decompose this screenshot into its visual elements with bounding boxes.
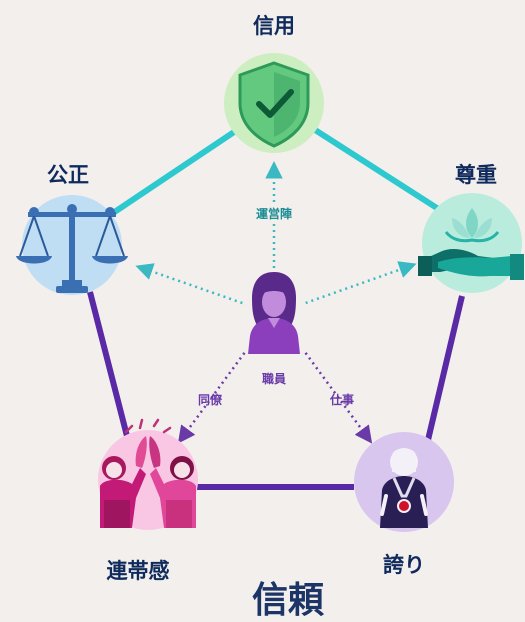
label-fairness: 公正 <box>47 163 89 187</box>
label-respect: 尊重 <box>455 163 497 187</box>
high-five-icon <box>100 418 196 528</box>
node-employee <box>246 270 304 354</box>
node-respect <box>418 193 524 293</box>
medal-person-icon <box>380 448 428 528</box>
edge-right-bottom <box>425 295 465 441</box>
label-management: 運営陣 <box>256 206 292 221</box>
arrow-to-fairness <box>135 263 249 307</box>
node-pride <box>354 432 454 532</box>
node-solidarity <box>98 418 198 530</box>
balance-scale-icon <box>16 204 128 293</box>
node-fairness <box>16 195 128 295</box>
arrow-to-respect <box>299 261 417 307</box>
diagram-title: 信頼 <box>252 580 325 621</box>
label-colleagues: 同僚 <box>198 392 223 407</box>
label-solidarity: 連帯感 <box>107 559 170 583</box>
lotus-hands-icon <box>418 208 524 280</box>
label-pride: 誇り <box>383 553 425 577</box>
label-work: 仕事 <box>329 392 354 407</box>
arrow-to-pride <box>300 347 373 444</box>
employee-person-icon <box>248 272 300 354</box>
label-employee: 職員 <box>262 371 286 386</box>
edge-top-left <box>108 125 242 218</box>
edge-top-right <box>310 125 442 213</box>
arrow-to-solidarity <box>177 347 250 444</box>
shield-check-icon <box>238 61 310 148</box>
edge-left-bottom <box>87 291 131 441</box>
node-trust <box>224 53 324 153</box>
label-trust-top: 信用 <box>253 14 295 38</box>
